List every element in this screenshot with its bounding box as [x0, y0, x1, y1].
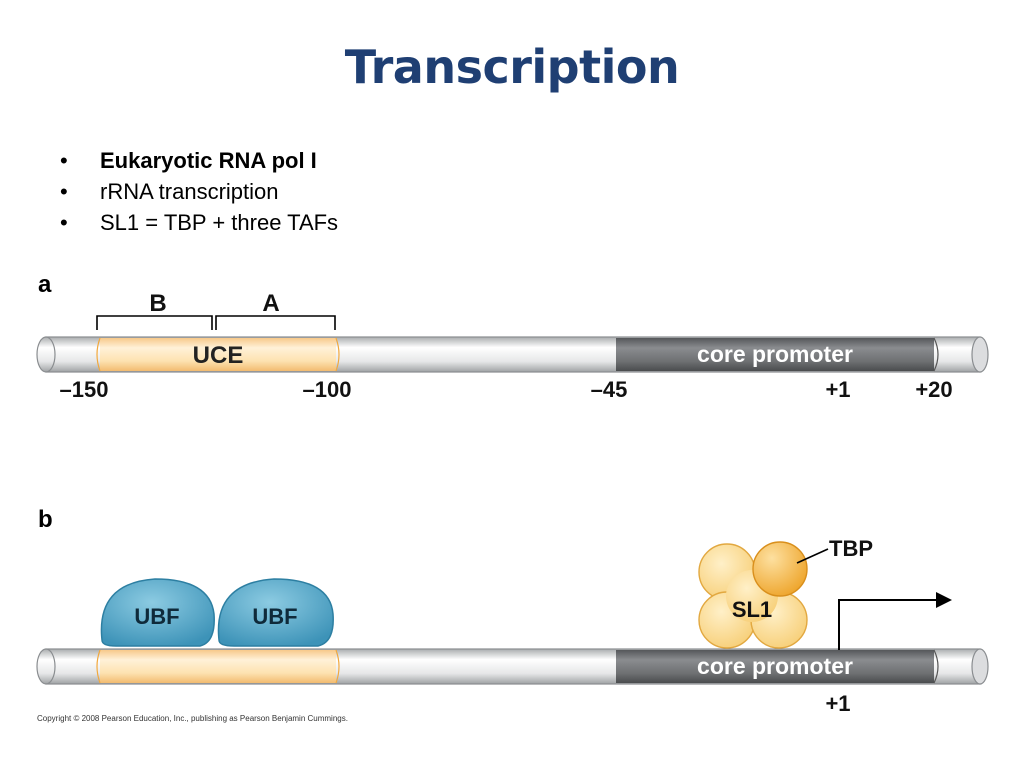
bullet-item: • rRNA transcription — [60, 176, 338, 207]
position-label: –45 — [591, 377, 628, 402]
bracket-a — [215, 315, 336, 330]
core-promoter-label: core promoter — [697, 341, 853, 367]
bracket-b-label: B — [149, 290, 166, 317]
bullet-item: • SL1 = TBP + three TAFs — [60, 207, 338, 238]
tube-end-cap — [36, 648, 56, 685]
panel-b-label: b — [38, 506, 53, 533]
copyright-notice: Copyright © 2008 Pearson Education, Inc.… — [37, 714, 348, 723]
sl1-label: SL1 — [732, 597, 772, 622]
tbp-subunit — [752, 541, 808, 597]
position-label: –150 — [60, 377, 109, 402]
bullet-icon: • — [60, 210, 68, 235]
bracket-a-label: A — [262, 290, 279, 317]
ubf-label: UBF — [252, 604, 297, 629]
tbp-callout-line — [796, 548, 829, 564]
uce-region — [100, 338, 336, 371]
core-promoter-region — [616, 338, 934, 371]
core-promoter-label: core promoter — [697, 653, 853, 679]
bullet-text: rRNA transcription — [100, 179, 279, 204]
transcription-start-arrow — [838, 599, 940, 650]
dna-tube-b — [36, 648, 989, 685]
bullet-icon: • — [60, 148, 68, 173]
bullet-icon: • — [60, 179, 68, 204]
position-label: –100 — [303, 377, 352, 402]
ubf-protein — [217, 578, 334, 647]
position-label: +20 — [915, 377, 952, 402]
tbp-label: TBP — [829, 536, 873, 561]
position-label: +1 — [825, 377, 850, 402]
panel-a-label: a — [38, 271, 52, 298]
uce-region — [100, 650, 336, 683]
bullet-list: • Eukaryotic RNA pol I • rRNA transcriptio… — [60, 145, 338, 238]
bullet-text: SL1 = TBP + three TAFs — [100, 210, 339, 235]
arrowhead-icon — [936, 592, 952, 608]
tube-end-cap — [36, 336, 56, 373]
sl1-complex — [698, 541, 808, 649]
start-site-label: +1 — [825, 691, 850, 716]
slide-title: Transcription — [344, 40, 680, 94]
ubf-protein — [100, 578, 215, 647]
bullet-text: Eukaryotic RNA pol I — [100, 148, 317, 173]
uce-label: UCE — [193, 342, 244, 369]
core-promoter-region — [616, 650, 934, 683]
ubf-label: UBF — [134, 604, 179, 629]
dna-tube-a — [36, 336, 989, 373]
bullet-item: • Eukaryotic RNA pol I — [60, 145, 338, 176]
bracket-b — [96, 315, 213, 330]
